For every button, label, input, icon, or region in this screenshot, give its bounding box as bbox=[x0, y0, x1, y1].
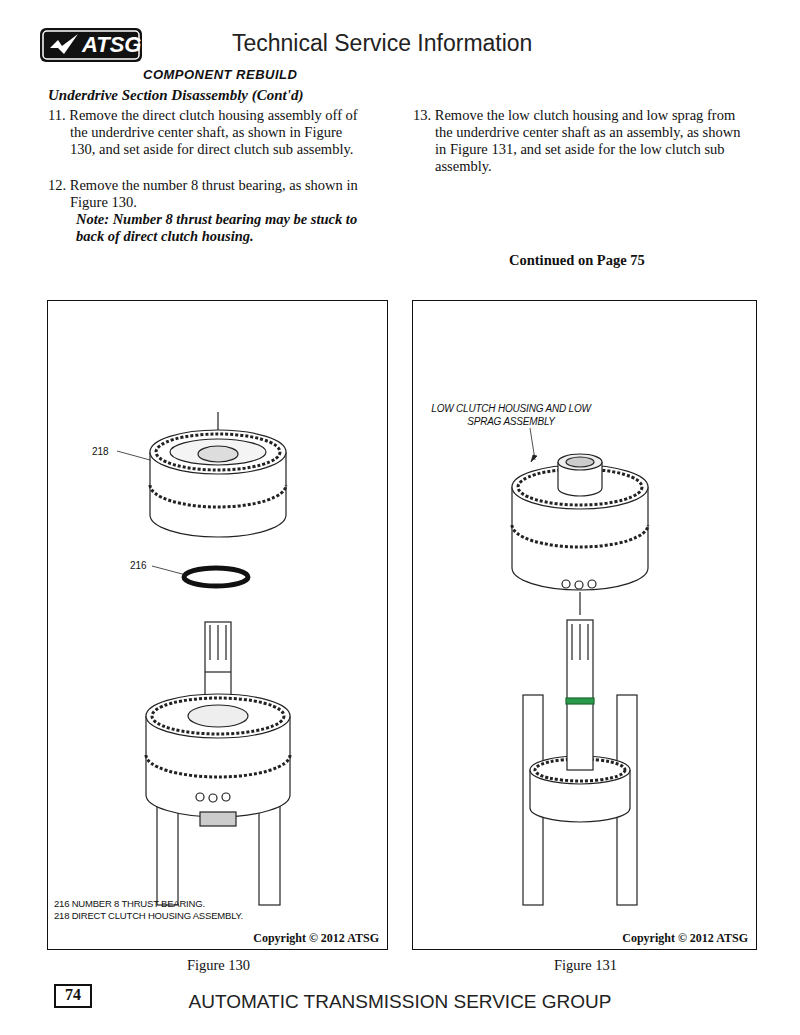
drawing-part bbox=[205, 671, 231, 672]
step-text: 11. Remove the direct clutch housing ass… bbox=[48, 107, 370, 158]
drawing-part bbox=[50, 34, 78, 54]
drawing-part bbox=[225, 625, 226, 660]
footer-text: AUTOMATIC TRANSMISSION SERVICE GROUP bbox=[0, 991, 800, 1013]
legend-text: 218 DIRECT CLUTCH HOUSING ASSEMBLY. bbox=[54, 910, 243, 921]
drawing-part bbox=[200, 812, 236, 826]
drawing-part bbox=[209, 794, 217, 802]
drawing-part bbox=[579, 592, 580, 615]
figure-caption: Figure 131 bbox=[413, 957, 758, 974]
logo-text: ATSG bbox=[82, 31, 141, 59]
part-label: LOW CLUTCH HOUSING AND LOW SPRAG ASSEMBL… bbox=[431, 402, 591, 428]
continued-note: Continued on Page 75 bbox=[509, 252, 645, 269]
atsg-logo bbox=[40, 28, 142, 62]
drawing-part bbox=[259, 800, 280, 905]
drawing-part bbox=[150, 485, 286, 507]
drawing-part bbox=[579, 624, 580, 660]
callout-number: 218 bbox=[92, 446, 109, 457]
drawing-part bbox=[562, 580, 570, 588]
drawing-part bbox=[146, 755, 290, 777]
drawing-part bbox=[40, 28, 142, 62]
section-heading: COMPONENT REBUILD bbox=[143, 67, 297, 82]
drawing-part bbox=[566, 457, 594, 467]
step-text: 12. Remove the number 8 thrust bearing, … bbox=[48, 177, 370, 211]
drawing-part bbox=[558, 454, 602, 470]
drawing-part bbox=[170, 439, 266, 465]
drawing-part bbox=[217, 625, 218, 660]
subsection-heading: Underdrive Section Disassembly (Cont'd) bbox=[48, 87, 303, 104]
drawing-part bbox=[205, 622, 231, 702]
drawing-part bbox=[566, 698, 594, 704]
drawing-part bbox=[146, 694, 290, 738]
drawing-part bbox=[209, 625, 210, 660]
drawing-part bbox=[188, 705, 248, 727]
figure-panel: 218 216 216 NUMBER 8 THRUST BEARING.218 DI… bbox=[47, 300, 388, 950]
drawing-part bbox=[567, 620, 593, 770]
drawing-part bbox=[571, 624, 572, 660]
drawing-part bbox=[531, 455, 537, 462]
drawing-part bbox=[196, 793, 204, 801]
drawing-part bbox=[184, 568, 248, 586]
page-title: Technical Service Information bbox=[232, 30, 532, 57]
page-number-box bbox=[55, 985, 91, 1007]
drawing-part bbox=[152, 566, 186, 575]
drawing-part bbox=[587, 624, 588, 660]
note-text: Note: Number 8 thrust bearing may be stu… bbox=[76, 211, 366, 245]
drawing-part bbox=[152, 698, 284, 734]
drawing-part bbox=[157, 800, 178, 905]
figure-caption: Figure 130 bbox=[48, 957, 389, 974]
figure-panel: LOW CLUTCH HOUSING AND LOW SPRAG ASSEMBL… bbox=[412, 300, 757, 950]
drawing-part bbox=[117, 451, 150, 460]
drawing-part bbox=[150, 430, 286, 474]
drawing-part bbox=[198, 446, 238, 462]
drawing-part bbox=[156, 434, 280, 470]
legend-text: 216 NUMBER 8 THRUST BEARING. bbox=[54, 898, 205, 909]
drawing-part bbox=[55, 985, 91, 1007]
copyright-text: Copyright © 2012 ATSG bbox=[622, 931, 748, 946]
drawing-part bbox=[222, 793, 230, 801]
direct-clutch-illustration bbox=[146, 412, 290, 905]
low-clutch-illustration bbox=[512, 454, 648, 905]
drawing-part bbox=[512, 525, 648, 547]
step-text: 13. Remove the low clutch housing and lo… bbox=[413, 107, 753, 175]
callout-number: 216 bbox=[130, 560, 147, 571]
leader-lines bbox=[117, 428, 537, 575]
drawing-part bbox=[575, 581, 583, 589]
copyright-text: Copyright © 2012 ATSG bbox=[253, 931, 379, 946]
drawing-part bbox=[588, 580, 596, 588]
page-number: 74 bbox=[55, 986, 91, 1004]
